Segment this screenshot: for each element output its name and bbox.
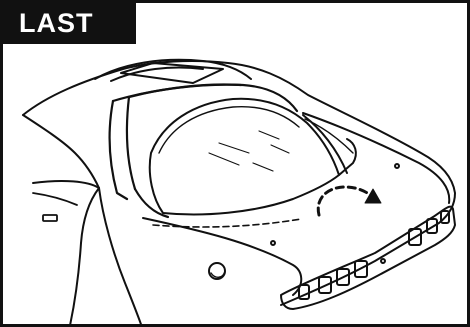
curved-dashed-arrow-icon: [318, 187, 381, 215]
step-label: LAST: [3, 3, 136, 44]
hood: [209, 113, 449, 279]
targa-hoop: [110, 85, 297, 218]
car-roof-illustration: [3, 3, 470, 327]
clear-roof-panel: [150, 99, 356, 215]
side-details: [33, 193, 77, 221]
car-body: [23, 61, 455, 327]
dashed-guide-line: [153, 219, 301, 227]
